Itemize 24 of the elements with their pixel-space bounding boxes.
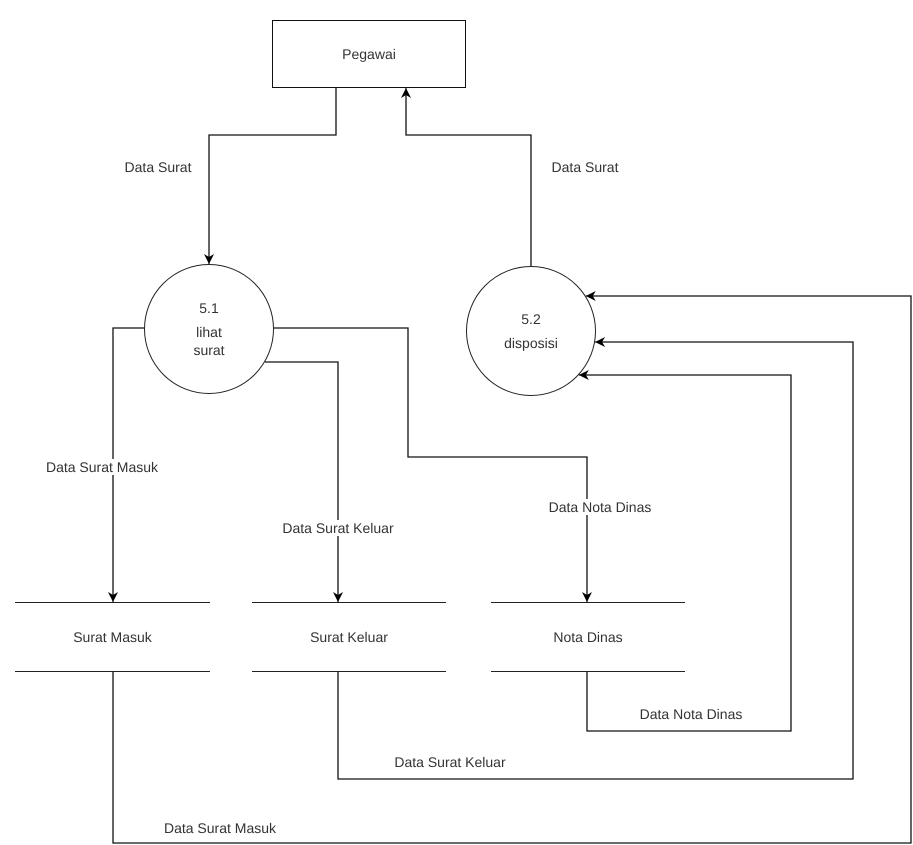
arrow bbox=[204, 88, 337, 264]
data-store bbox=[15, 602, 210, 672]
edge-label: Data Surat bbox=[550, 159, 620, 175]
arrow bbox=[578, 370, 792, 732]
node-label: disposisi bbox=[503, 334, 559, 352]
arrow bbox=[108, 327, 144, 602]
arrow bbox=[265, 361, 343, 602]
process-number: 5.2 bbox=[521, 310, 541, 328]
data-store bbox=[252, 602, 446, 672]
node-label: lihat surat bbox=[192, 323, 226, 359]
external-entity-box bbox=[272, 20, 466, 88]
store-label: Nota Dinas bbox=[553, 628, 623, 646]
edge-label: Data Nota Dinas bbox=[546, 499, 654, 515]
arrow bbox=[337, 337, 854, 780]
arrow bbox=[401, 88, 532, 266]
store-label: Surat Masuk bbox=[73, 628, 152, 646]
arrow bbox=[112, 291, 912, 844]
edge-label: Data Surat bbox=[122, 159, 194, 175]
edge-label: Data Nota Dinas bbox=[638, 706, 744, 722]
node-label: Pegawai bbox=[342, 45, 396, 63]
data-store bbox=[491, 602, 685, 672]
arrow bbox=[274, 327, 592, 602]
store-label: Surat Keluar bbox=[310, 628, 388, 646]
process-number: 5.1 bbox=[199, 299, 219, 317]
